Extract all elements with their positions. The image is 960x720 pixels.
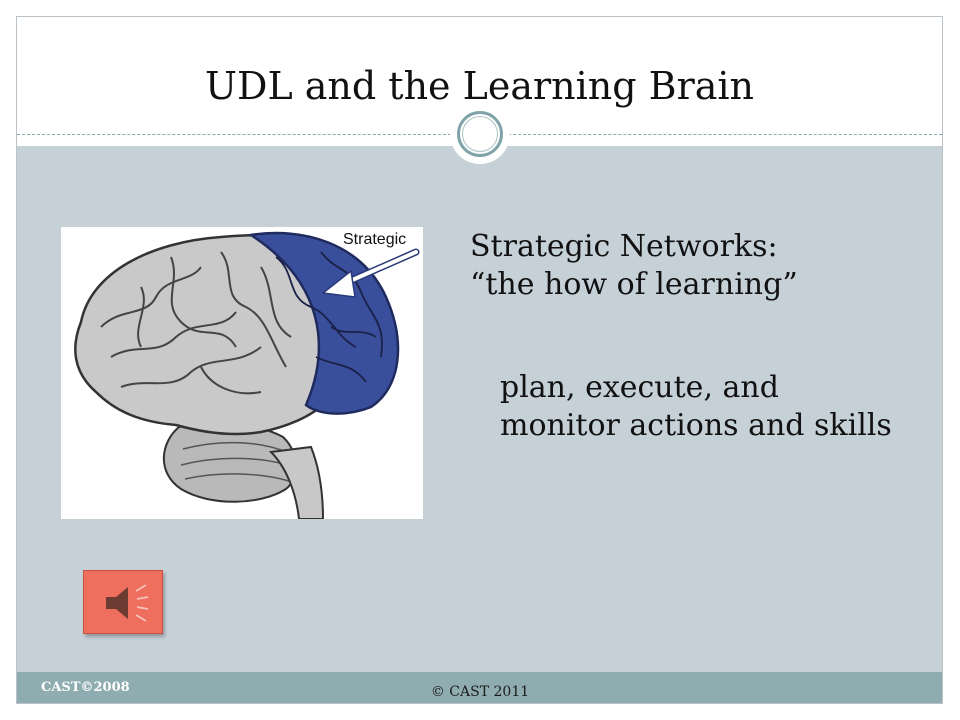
heading-line-2: “the how of learning” [470,267,798,302]
heading-line-1: Strategic Networks: [470,229,778,264]
brain-label-strategic: Strategic [343,231,406,248]
footer-bar [17,672,942,703]
divider-circle-inner [462,116,498,152]
footer-copyright-2008: CAST©2008 [41,680,130,695]
speaker-icon [106,584,149,622]
slide-frame [16,16,943,704]
footer-copyright-2011: © CAST 2011 [430,684,530,700]
sound-button[interactable] [83,570,163,634]
slide-title: UDL and the Learning Brain [204,64,755,108]
brain-illustration: Strategic [74,231,420,519]
brain-image: Strategic [61,227,423,519]
networks-heading: Strategic Networks: “the how of learning… [470,228,900,304]
networks-description: plan, execute, and monitor actions and s… [500,370,892,443]
